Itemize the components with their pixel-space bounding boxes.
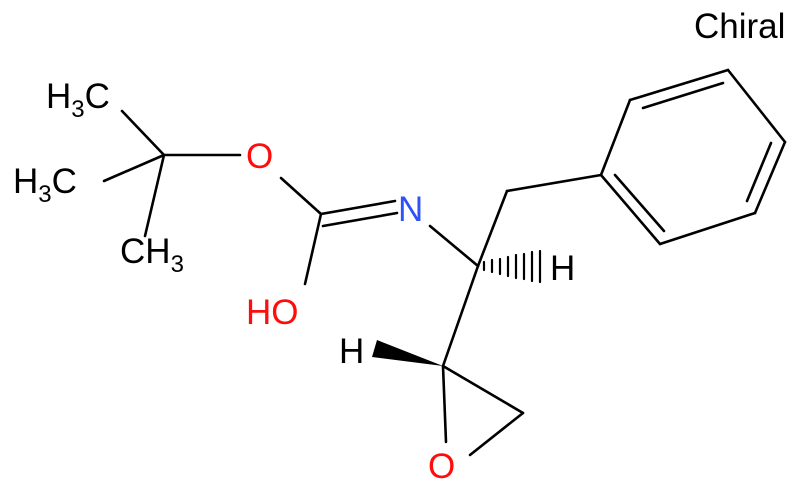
bond-ring-inner-3 <box>613 173 666 233</box>
bond-ring-3 <box>726 68 787 144</box>
chiral-label: Chiral <box>694 7 785 46</box>
nitrogen-label: N <box>398 190 423 229</box>
hydroxyl-label: HO <box>246 293 299 332</box>
bond-calpha-ch2 <box>476 189 509 268</box>
bond-calpha-epoxide <box>441 264 480 368</box>
hydrogen-alpha-label: H <box>550 249 575 288</box>
bond-carbamate-nitrogen-1 <box>319 199 397 216</box>
bond-epoxide-ch2 <box>441 364 525 415</box>
bond-ring-2 <box>628 68 730 102</box>
hydrogen-epoxide-label: H <box>339 332 364 371</box>
bond-c-methyl3 <box>143 153 166 238</box>
bond-carbamate-nitrogen-2 <box>321 211 399 228</box>
methyl-label-middle: H3C <box>13 162 77 208</box>
methyl-label-bottom: CH3 <box>120 232 184 278</box>
bond-carbamate-hydroxyl <box>303 212 323 286</box>
bond-ring-inner-1 <box>641 81 725 110</box>
bond-ring-5 <box>658 211 757 246</box>
bond-epoxide-c-o <box>441 364 448 444</box>
bond-ring-1 <box>599 98 632 177</box>
bond-nitrogen-calpha <box>428 224 480 268</box>
solid-wedge-epoxide <box>372 340 443 366</box>
oxygen-epoxide-label: O <box>428 447 455 486</box>
bond-epoxide-ch2-o <box>468 411 525 457</box>
bond-ring-inner-2 <box>745 141 773 203</box>
hashed-wedge-alpha <box>482 249 542 284</box>
bond-ch2-phenyl <box>505 173 603 193</box>
bond-c-methyl2 <box>102 153 166 183</box>
bonds <box>102 68 787 457</box>
oxygen-ester-label: O <box>246 137 273 176</box>
methyl-label-top: H3C <box>46 77 110 123</box>
bond-ring-6 <box>599 173 662 246</box>
bond-oxygen-carbamate <box>279 176 323 216</box>
bond-ring-4 <box>753 140 787 215</box>
bond-c-methyl1 <box>120 109 166 157</box>
